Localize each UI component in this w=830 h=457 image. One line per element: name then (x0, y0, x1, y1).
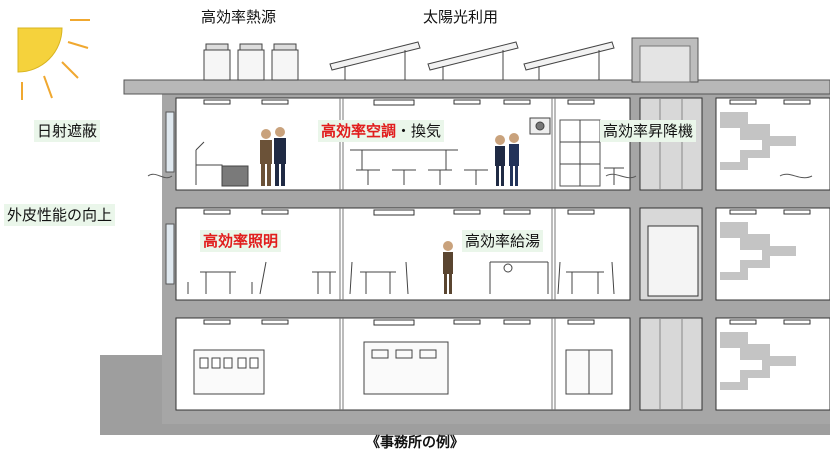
people-floor-3 (260, 127, 519, 186)
break-lines (147, 173, 813, 179)
envelope-label: 外皮性能の向上 (4, 204, 116, 226)
partitions (339, 98, 556, 410)
floor-3-furniture (195, 117, 624, 187)
lighting-label: 高効率照明 (200, 230, 282, 252)
hvac-label: 高効率空調・換気 (318, 120, 445, 142)
solar-label: 太陽光利用 (423, 8, 499, 26)
sun-icon (17, 19, 90, 100)
ventilation-text: ・換気 (396, 122, 442, 140)
roof-slab (123, 79, 830, 95)
water-heater-label: 高効率給湯 (462, 230, 544, 252)
floor-2-furniture (187, 261, 615, 295)
hvac-highlight: 高効率空調 (321, 122, 397, 140)
heat-source-units (203, 43, 299, 81)
floor-1 (175, 317, 830, 411)
floor-3 (175, 97, 830, 191)
elevator-label: 高効率昇降機 (600, 120, 697, 142)
figure-caption: 《事務所の例》 (366, 435, 464, 451)
elevator-shaft (659, 98, 683, 410)
floor-1-equipment (193, 341, 613, 395)
staircases (720, 112, 796, 390)
facade-windows (165, 111, 175, 285)
ceiling-lights (203, 99, 811, 326)
elevator-car (647, 225, 699, 297)
shading-label: 日射遮蔽 (34, 120, 101, 142)
heat-source-label: 高効率熱源 (201, 8, 277, 26)
solar-panels (329, 41, 615, 80)
floor-2 (175, 207, 830, 301)
